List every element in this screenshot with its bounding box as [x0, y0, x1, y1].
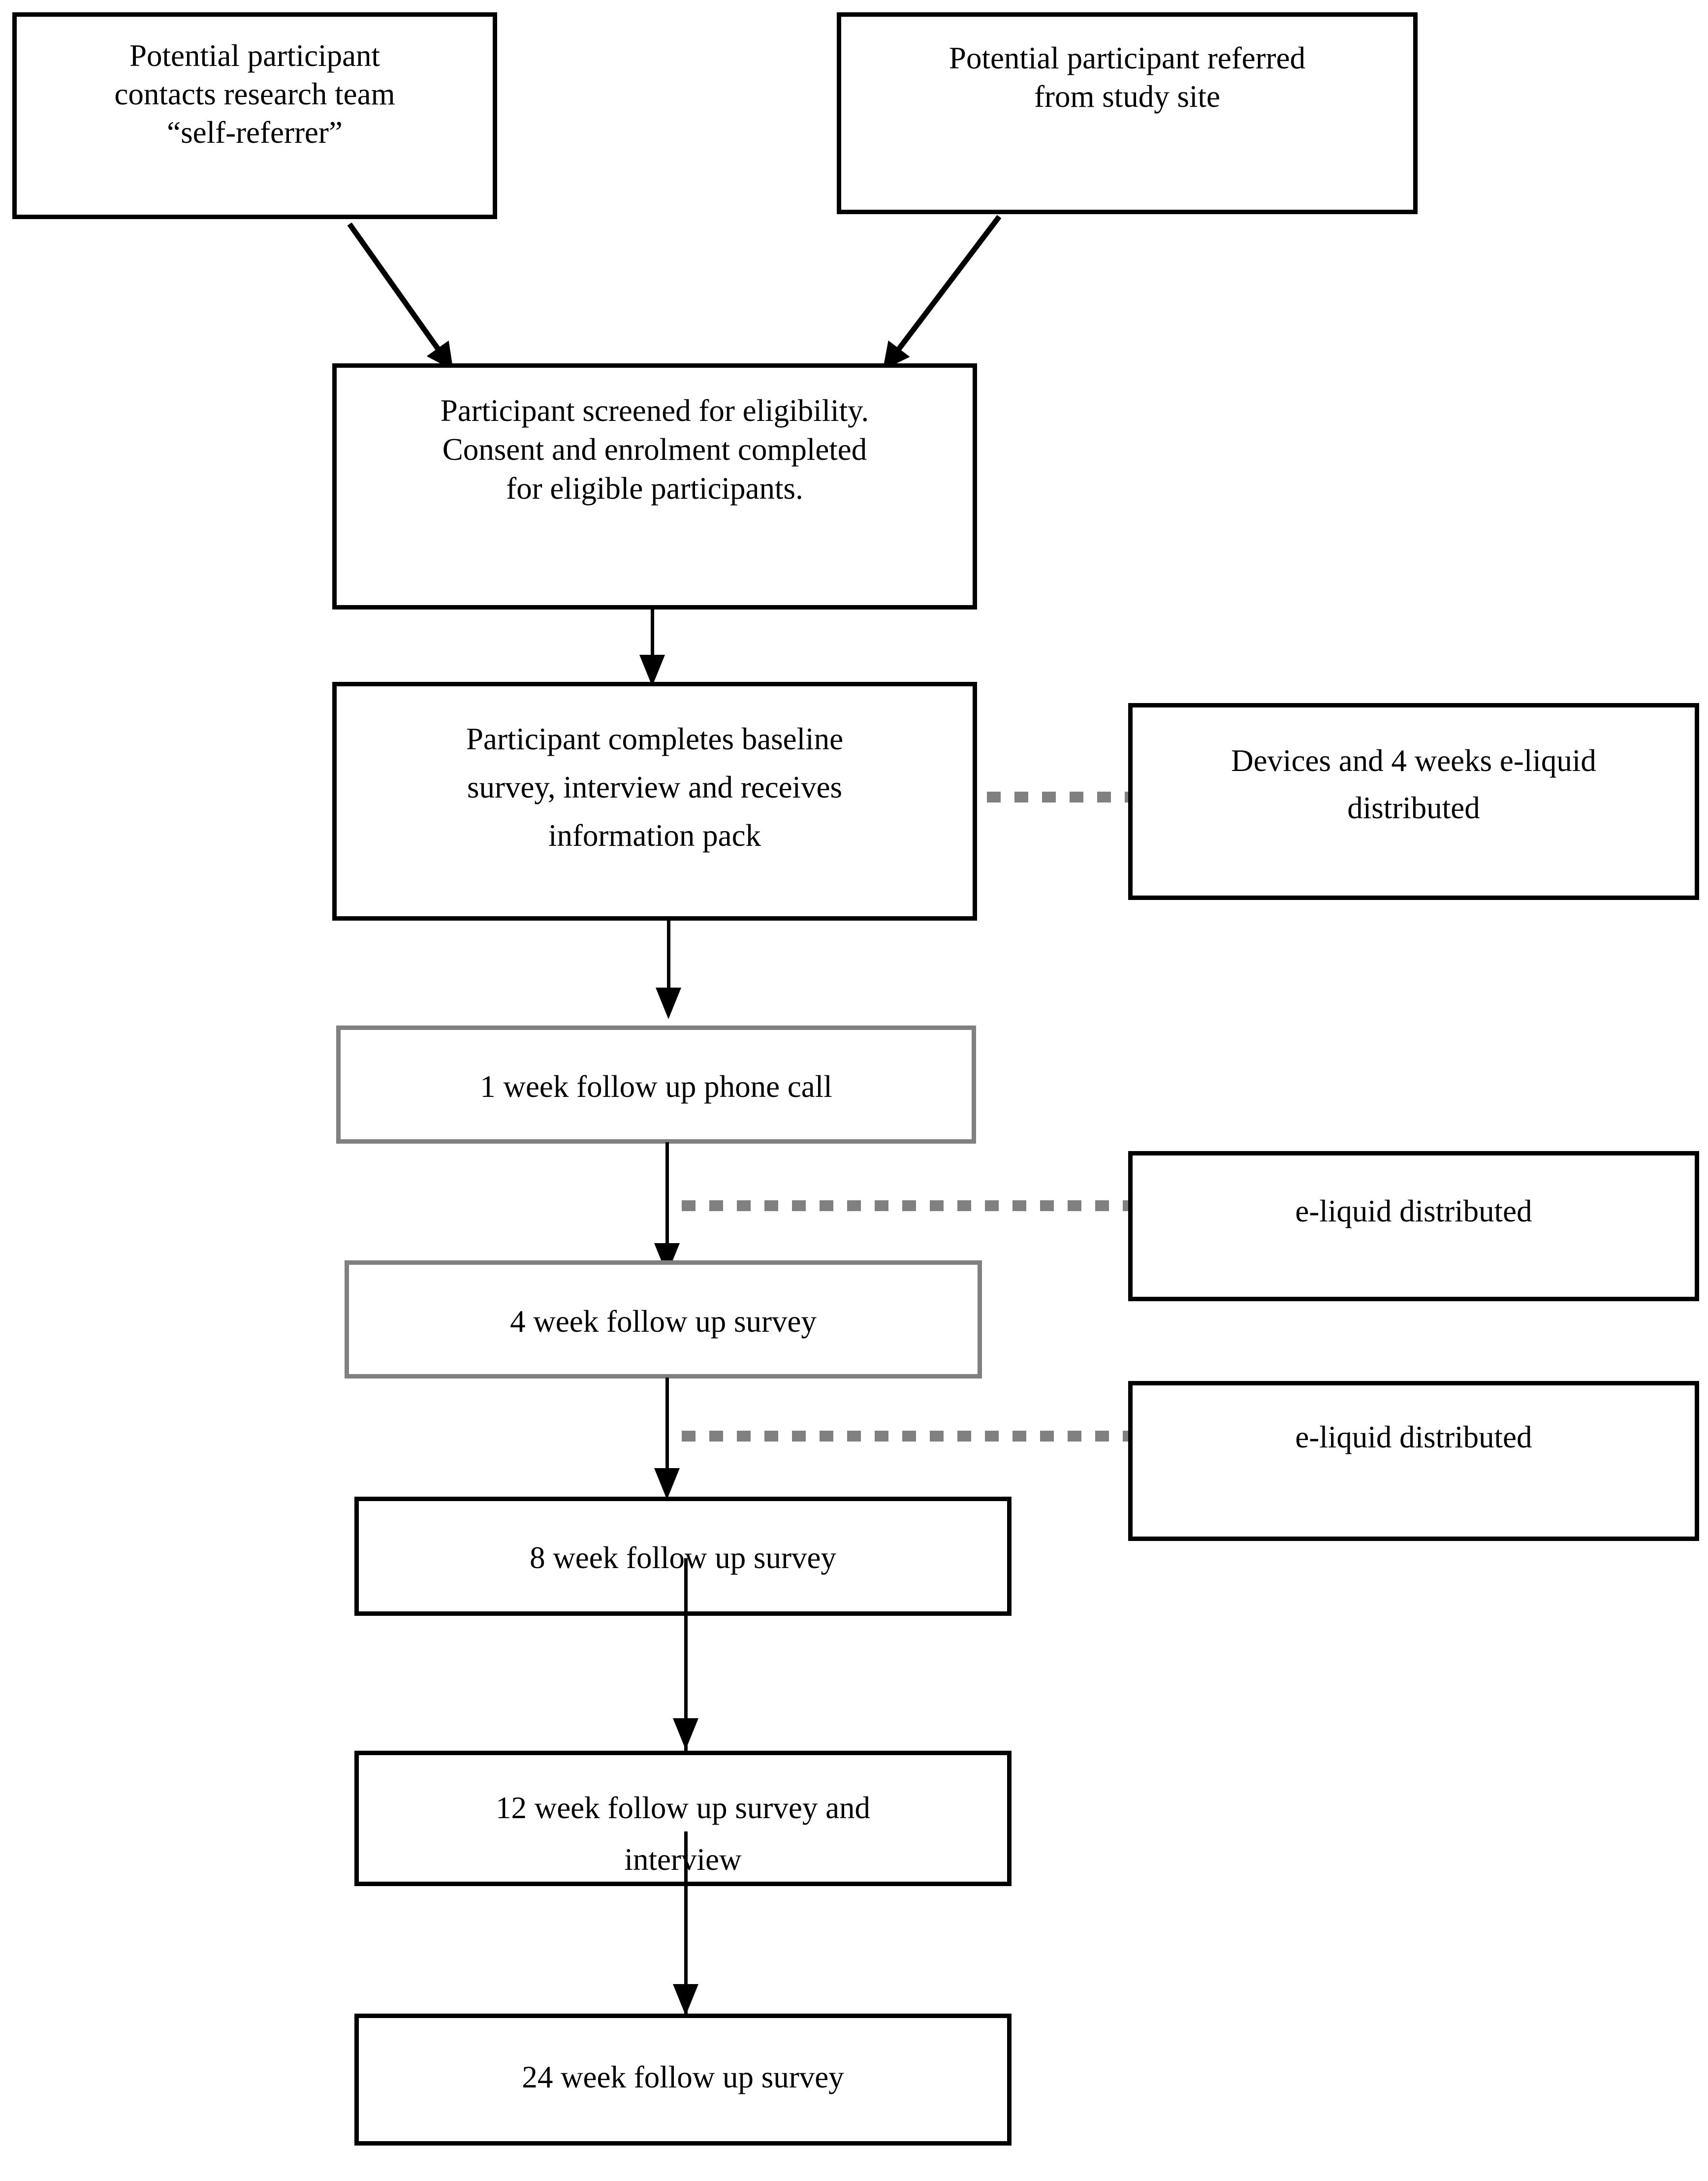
node-eliquid-1[interactable]: e-liquid distributed	[1128, 1151, 1699, 1301]
edge-screening-to-baseline-line	[651, 609, 654, 661]
node-week8-survey-label: 8 week follow up survey	[530, 1540, 836, 1575]
node-week1-call[interactable]: 1 week follow up phone call	[336, 1026, 976, 1144]
edge-eliquid2-dotted	[682, 1431, 1130, 1442]
node-week24-survey[interactable]: 24 week follow up survey	[354, 2014, 1012, 2146]
node-site-referral[interactable]: Potential participant referred from stud…	[837, 12, 1418, 214]
edge-baseline-to-week1-line	[667, 921, 670, 994]
edge-week12-to-week24-arrowhead	[673, 1984, 698, 2016]
edge-week4-to-week8-arrowhead	[654, 1468, 680, 1500]
node-week4-survey-label: 4 week follow up survey	[510, 1304, 817, 1339]
node-baseline-label: Participant completes baseline survey, i…	[466, 722, 844, 853]
node-site-referral-label: Potential participant referred from stud…	[949, 41, 1306, 114]
node-devices-eliquid[interactable]: Devices and 4 weeks e-liquid distributed	[1128, 703, 1699, 900]
node-self-referrer[interactable]: Potential participant contacts research …	[12, 12, 497, 219]
edge-week1-to-week4-line	[665, 1142, 669, 1258]
node-self-referrer-label: Potential participant contacts research …	[114, 38, 395, 150]
edge-week12-to-week24-line	[684, 1831, 688, 2019]
node-eliquid-2-label: e-liquid distributed	[1295, 1420, 1532, 1454]
node-screening-label: Participant screened for eligibility. Co…	[440, 393, 869, 506]
node-week12-survey[interactable]: 12 week follow up survey and interview	[354, 1751, 1012, 1886]
edge-site-referral-to-screening	[883, 215, 1002, 370]
edge-screening-to-baseline-arrowhead	[639, 655, 665, 686]
node-screening[interactable]: Participant screened for eligibility. Co…	[332, 363, 977, 609]
node-devices-eliquid-label: Devices and 4 weeks e-liquid distributed	[1231, 743, 1596, 825]
node-eliquid-2[interactable]: e-liquid distributed	[1128, 1381, 1699, 1541]
node-week24-survey-label: 24 week follow up survey	[522, 2060, 844, 2094]
node-baseline[interactable]: Participant completes baseline survey, i…	[332, 682, 977, 921]
node-eliquid-1-label: e-liquid distributed	[1295, 1194, 1532, 1228]
edge-week4-to-week8-line	[665, 1378, 669, 1483]
edge-baseline-to-devices-dotted	[987, 792, 1131, 802]
node-week4-survey[interactable]: 4 week follow up survey	[345, 1260, 982, 1379]
edge-self-referrer-to-screening	[347, 222, 453, 371]
node-week8-survey[interactable]: 8 week follow up survey	[354, 1497, 1012, 1616]
edge-week8-to-week12-line	[684, 1558, 688, 1755]
edge-week8-to-week12-arrowhead	[673, 1718, 698, 1750]
edge-eliquid1-dotted	[682, 1200, 1130, 1211]
node-week12-survey-label: 12 week follow up survey and interview	[495, 1791, 871, 1877]
node-week1-call-label: 1 week follow up phone call	[480, 1069, 832, 1104]
edge-baseline-to-week1-arrowhead	[656, 988, 681, 1019]
